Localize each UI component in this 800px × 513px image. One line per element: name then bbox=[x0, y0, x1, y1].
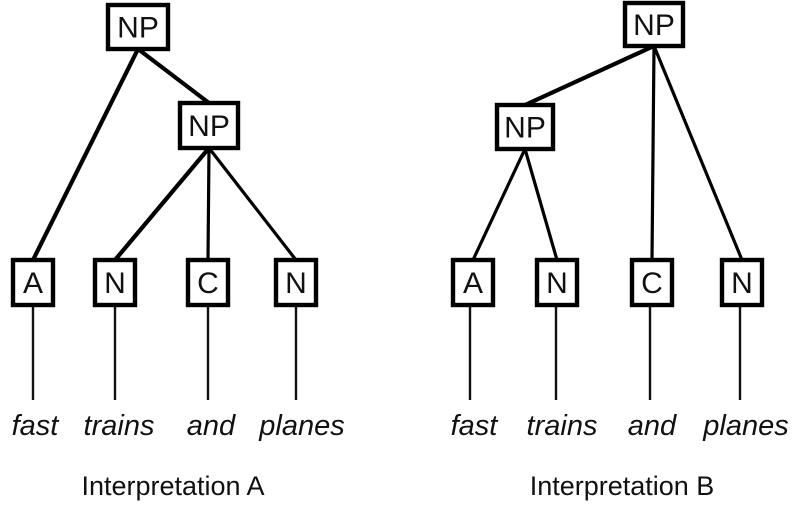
node-box bbox=[92, 257, 138, 308]
node-leafA-a[interactable]: A bbox=[10, 257, 56, 308]
node-leafN2-n[interactable]: N bbox=[273, 257, 319, 308]
node-leafN2-n[interactable]: N bbox=[719, 257, 765, 308]
edge-root-to-np2 bbox=[136, 47, 211, 105]
node-root-np[interactable]: NP bbox=[105, 2, 171, 52]
word-trains: trains bbox=[527, 410, 598, 442]
word-and: and bbox=[628, 410, 677, 442]
node-label: A bbox=[463, 267, 483, 300]
word-stems-interpretation-a bbox=[31, 305, 298, 400]
node-label: NP bbox=[188, 110, 230, 143]
node-leafN1-n[interactable]: N bbox=[534, 257, 580, 308]
edges-interpretation-a bbox=[31, 47, 298, 262]
node-box bbox=[494, 102, 556, 152]
node-box bbox=[719, 257, 765, 308]
nodes-interpretation-b: NP NP A N C N bbox=[450, 0, 765, 308]
words-interpretation-a: fast trains and planes bbox=[12, 410, 345, 442]
node-label: NP bbox=[117, 12, 159, 45]
node-box bbox=[177, 100, 241, 151]
word-fast: fast bbox=[12, 410, 61, 442]
node-np2-np[interactable]: NP bbox=[177, 100, 241, 151]
node-leafN1-n[interactable]: N bbox=[92, 257, 138, 308]
node-leafA-a[interactable]: A bbox=[450, 257, 496, 308]
edge-root-to-leafC bbox=[650, 45, 656, 261]
node-box bbox=[10, 257, 56, 308]
node-root-np[interactable]: NP bbox=[622, 0, 686, 49]
caption-interpretation-b: Interpretation B bbox=[530, 471, 715, 501]
edge-np2-to-leafC bbox=[206, 147, 211, 261]
words-interpretation-b: fast trains and planes bbox=[451, 410, 789, 442]
nodes-interpretation-a: NP NP A N C N bbox=[10, 2, 319, 308]
edge-np2-to-leafN1 bbox=[523, 148, 559, 261]
edge-root-to-leafN2 bbox=[652, 45, 744, 261]
node-label: C bbox=[197, 267, 219, 300]
edges-interpretation-b bbox=[471, 44, 744, 261]
word-stems-interpretation-b bbox=[468, 305, 742, 400]
edge-root-to-leafA bbox=[31, 48, 140, 261]
node-box bbox=[105, 2, 171, 52]
node-label: A bbox=[23, 267, 43, 300]
word-planes: planes bbox=[702, 410, 788, 442]
node-label: N bbox=[104, 267, 126, 300]
node-np2-np[interactable]: NP bbox=[494, 102, 556, 152]
node-box bbox=[629, 257, 675, 308]
edge-root-to-np2 bbox=[524, 44, 655, 107]
node-box bbox=[273, 257, 319, 308]
node-leafC-c[interactable]: C bbox=[185, 257, 231, 308]
caption-interpretation-a: Interpretation A bbox=[81, 471, 264, 501]
edge-np2-to-leafN2 bbox=[207, 147, 298, 261]
node-box bbox=[622, 0, 686, 49]
node-label: N bbox=[731, 267, 753, 300]
node-label: C bbox=[641, 267, 663, 300]
node-label: NP bbox=[504, 112, 546, 145]
node-label: N bbox=[546, 267, 568, 300]
word-and: and bbox=[187, 410, 236, 442]
node-box bbox=[450, 257, 496, 308]
edge-np2-to-leafN1 bbox=[113, 146, 211, 262]
node-box bbox=[534, 257, 580, 308]
node-box bbox=[185, 257, 231, 308]
word-planes: planes bbox=[258, 410, 344, 442]
node-label: NP bbox=[633, 9, 675, 42]
node-label: N bbox=[285, 267, 307, 300]
node-leafC-c[interactable]: C bbox=[629, 257, 675, 308]
word-trains: trains bbox=[84, 410, 155, 442]
word-fast: fast bbox=[451, 410, 500, 442]
edge-np2-to-leafA bbox=[471, 148, 527, 261]
